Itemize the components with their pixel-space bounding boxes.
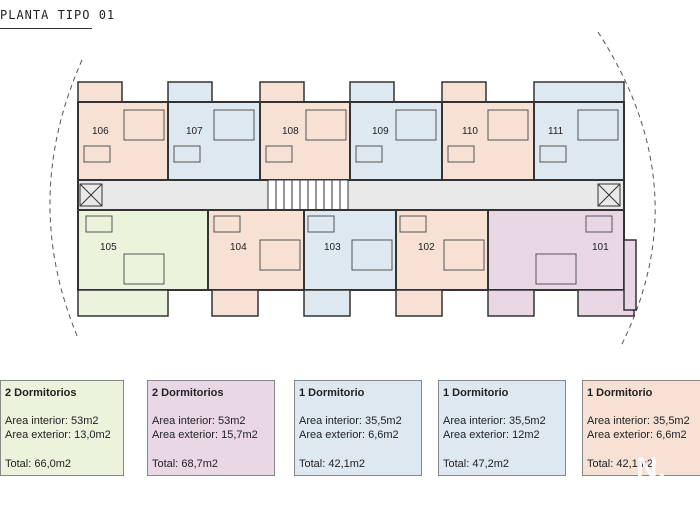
card-type: 1 Dormitorio [587,387,653,399]
card-exterior: Area exterior: 13,0m2 [5,429,111,441]
card-type: 1 Dormitorio [443,387,509,399]
card-exterior: Area exterior: 6,6m2 [587,429,687,441]
top-balconies [77,81,625,103]
card-interior: Area interior: 53m2 [5,415,99,427]
card-exterior: Area exterior: 6,6m2 [299,429,399,441]
legend-card-purple: 2 Dormitorios Area interior: 53m2 Area e… [147,380,275,476]
card-interior: Area interior: 35,5m2 [443,415,546,427]
unit-label-111: 111 [548,126,564,137]
site-arc-left [49,59,83,339]
unit-label-110: 110 [462,126,478,137]
bottom-balconies [77,239,637,317]
legend-card-green: 2 Dormitorios Area interior: 53m2 Area e… [0,380,124,476]
unit-label-109: 109 [372,126,389,137]
unit-label-107: 107 [186,126,203,137]
title-underline [0,28,92,29]
legend-card-peach: 1 Dormitorio Area interior: 35,5m2 Area … [582,380,700,476]
unit-101 [487,209,625,291]
site-arc-right [597,31,656,349]
unit-label-104: 104 [230,242,247,253]
floor-plan: 106 107 108 109 110 111 105 104 103 102 … [49,31,656,349]
unit-104 [207,209,305,291]
unit-label-108: 108 [282,126,299,137]
unit-label-106: 106 [92,126,109,137]
card-total: Total: 42,1m2 [587,458,654,470]
unit-102 [395,209,489,291]
unit-106 [77,101,169,181]
card-type: 2 Dormitorios [5,387,77,399]
card-type: 2 Dormitorios [152,387,224,399]
brand-logo: N. [636,452,666,485]
card-total: Total: 68,7m2 [152,458,219,470]
plan-title: PLANTA TIPO 01 [0,8,116,22]
shaft-left [79,183,103,207]
card-total: Total: 47,2m2 [443,458,510,470]
card-total: Total: 42,1m2 [299,458,366,470]
shaft-right [597,183,621,207]
unit-labels: 106 107 108 109 110 111 105 104 103 102 … [92,126,609,253]
unit-105 [77,209,209,291]
legend-card-blue-1: 1 Dormitorio Area interior: 35,5m2 Area … [294,380,422,476]
unit-103 [303,209,397,291]
card-interior: Area interior: 53m2 [152,415,246,427]
unit-label-102: 102 [418,242,435,253]
bottom-units [77,209,625,291]
unit-111 [533,101,625,181]
unit-108 [259,101,351,181]
card-type: 1 Dormitorio [299,387,365,399]
unit-label-101: 101 [592,242,609,253]
stair [267,179,349,211]
card-exterior: Area exterior: 12m2 [443,429,540,441]
card-interior: Area interior: 35,5m2 [299,415,402,427]
corridor [77,179,625,211]
unit-label-103: 103 [324,242,341,253]
card-exterior: Area exterior: 15,7m2 [152,429,258,441]
card-total: Total: 66,0m2 [5,458,72,470]
card-interior: Area interior: 35,5m2 [587,415,690,427]
legend-card-blue-2: 1 Dormitorio Area interior: 35,5m2 Area … [438,380,566,476]
unit-label-105: 105 [100,242,117,253]
top-units [77,101,625,181]
